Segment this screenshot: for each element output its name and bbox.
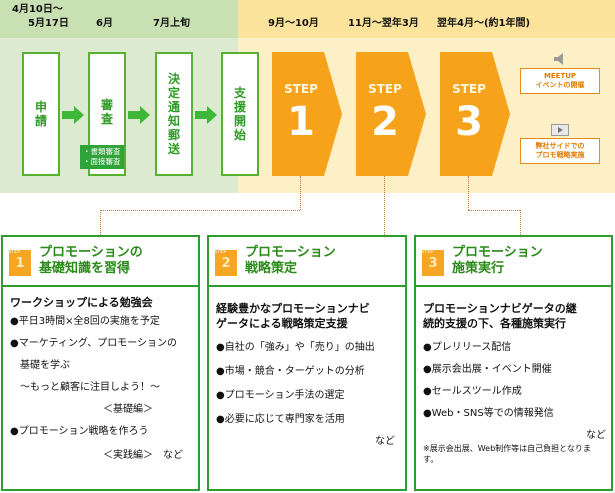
list-item: ●プロモーション手法の選定 bbox=[216, 390, 345, 401]
arrow-right-icon bbox=[62, 106, 84, 124]
step-number: 2 bbox=[371, 99, 399, 145]
step-label: STEP bbox=[284, 82, 318, 96]
connector-line bbox=[384, 176, 385, 235]
process-step-support-start: 支援開始 bbox=[221, 52, 259, 176]
review-note: ・面接審査 bbox=[83, 157, 121, 166]
badge-label: STEP bbox=[8, 249, 21, 255]
badge-number: 3 bbox=[428, 256, 438, 271]
panel-title-line: プロモーション bbox=[245, 245, 336, 260]
side-box-line: イベントの開催 bbox=[535, 81, 585, 89]
footnote: ※展示会出展、Web制作等は自己負担となります。 bbox=[423, 444, 591, 464]
panel-title: プロモーション 施策実行 bbox=[452, 245, 543, 277]
process-label: 支援開始 bbox=[233, 86, 246, 142]
list-item: など bbox=[586, 430, 606, 441]
panel-title: プロモーション 戦略策定 bbox=[245, 245, 336, 277]
list-item: ●平日3時間×全8回の実施を予定 bbox=[10, 316, 160, 327]
panel-heading: ワークショップによる勉強会 bbox=[10, 296, 153, 309]
side-box-line: MEETUP bbox=[543, 72, 577, 80]
list-item: ●Web・SNS等での情報発信 bbox=[423, 408, 554, 419]
list-item: ＜実践編＞ など bbox=[103, 450, 183, 461]
panel-heading: プロモーションナビゲータの継 続的支援の下、各種施策実行 bbox=[423, 301, 577, 331]
video-icon bbox=[551, 124, 569, 136]
panel-title-line: 基礎知識を習得 bbox=[39, 261, 131, 276]
process-step-notification: 決定通知郵送 bbox=[155, 52, 193, 176]
badge-number: 2 bbox=[221, 256, 231, 271]
date-label: 7月上旬 bbox=[153, 18, 190, 29]
panel-heading-line: プロモーションナビゲータの継 bbox=[423, 302, 577, 315]
date-label: 6月 bbox=[96, 18, 113, 29]
process-label: 申請 bbox=[34, 100, 47, 128]
step-number: 3 bbox=[455, 99, 483, 145]
panel-title-line: 戦略策定 bbox=[245, 261, 298, 276]
list-item: ●展示会出展・イベント開催 bbox=[423, 364, 552, 375]
process-step-apply: 申請 bbox=[22, 52, 60, 176]
panel-header bbox=[3, 237, 198, 287]
promo-strategy-box: 弊社サイドでの プロモ戦略実施 bbox=[520, 138, 600, 164]
step-number: 1 bbox=[287, 99, 315, 145]
badge-label: STEP bbox=[214, 249, 227, 255]
badge-label: STEP bbox=[421, 249, 434, 255]
step-chevron-3 bbox=[440, 52, 510, 176]
date-strip-prep bbox=[0, 0, 238, 38]
step-chevron-1 bbox=[272, 52, 342, 176]
review-notes: ・書類審査 ・面接審査 bbox=[80, 145, 124, 169]
panel-title-line: プロモーションの bbox=[39, 245, 143, 260]
list-item: ●市場・競合・ターゲットの分析 bbox=[216, 366, 365, 377]
connector-line bbox=[300, 176, 301, 210]
meetup-event-box: MEETUP イベントの開催 bbox=[520, 68, 600, 94]
list-item: ～もっと顧客に注目しよう！～ bbox=[10, 382, 160, 393]
list-item: ●セールスツール作成 bbox=[423, 386, 522, 397]
list-item: ●プレリリース配信 bbox=[423, 342, 512, 353]
panel-header bbox=[209, 237, 405, 287]
panel-header bbox=[416, 237, 611, 287]
list-item: ●自社の「強み」や「売り」の抽出 bbox=[216, 342, 375, 353]
panel-title-line: プロモーション bbox=[452, 245, 543, 260]
connector-line bbox=[520, 210, 521, 235]
step-panel-3: 3 プロモーション 施策実行 プロモーションナビゲータの継 続的支援の下、各種施… bbox=[414, 235, 613, 491]
date-label: 4月10日～ bbox=[12, 4, 63, 15]
review-note: ・書類審査 bbox=[83, 147, 121, 156]
connector-line bbox=[100, 210, 101, 235]
date-label: 5月17日 bbox=[28, 18, 69, 29]
step-panel-2: 2 プロモーション 戦略策定 経験豊かなプロモーションナビ ゲータによる戦略策定… bbox=[207, 235, 407, 491]
connector-line bbox=[468, 176, 469, 210]
list-item: ＜基礎編＞ bbox=[103, 404, 153, 415]
badge-number: 1 bbox=[15, 256, 25, 271]
list-item: ●マーケティング、プロモーションの bbox=[10, 338, 178, 349]
step-chevron-2 bbox=[356, 52, 426, 176]
step-label: STEP bbox=[452, 82, 486, 96]
date-strip-support bbox=[238, 0, 615, 38]
step-panel-1: 1 プロモーションの 基礎知識を習得 ワークショップによる勉強会 ●平日3時間×… bbox=[1, 235, 200, 491]
arrow-right-icon bbox=[128, 106, 150, 124]
panel-title-line: 施策実行 bbox=[452, 261, 505, 276]
panel-heading-line: ゲータによる戦略策定支援 bbox=[216, 317, 348, 330]
step-badge: 1 bbox=[9, 250, 31, 276]
arrow-right-icon bbox=[195, 106, 217, 124]
date-label: 9月～10月 bbox=[268, 18, 319, 29]
panel-title: プロモーションの 基礎知識を習得 bbox=[39, 245, 143, 277]
side-box-line: プロモ戦略実施 bbox=[535, 151, 585, 159]
list-item: など bbox=[375, 436, 395, 447]
date-label: 翌年4月～(約1年間) bbox=[437, 18, 531, 29]
list-item: 基礎を学ぶ bbox=[10, 360, 70, 371]
step-label: STEP bbox=[368, 82, 402, 96]
side-box-line: 弊社サイドでの bbox=[535, 142, 585, 150]
step-badge: 2 bbox=[215, 250, 237, 276]
process-label: 決定通知郵送 bbox=[167, 72, 180, 156]
panel-heading-line: 経験豊かなプロモーションナビ bbox=[216, 302, 370, 315]
connector-line bbox=[468, 210, 520, 211]
process-label: 審査 bbox=[100, 98, 113, 126]
date-label: 11月～翌年3月 bbox=[348, 18, 419, 29]
speaker-icon bbox=[554, 53, 563, 65]
connector-line bbox=[100, 210, 300, 211]
list-item: ●必要に応じて専門家を活用 bbox=[216, 414, 345, 425]
list-item: ●プロモーション戦略を作ろう bbox=[10, 426, 149, 437]
panel-heading: 経験豊かなプロモーションナビ ゲータによる戦略策定支援 bbox=[216, 301, 370, 331]
panel-heading-line: 続的支援の下、各種施策実行 bbox=[423, 317, 566, 330]
step-badge: 3 bbox=[422, 250, 444, 276]
